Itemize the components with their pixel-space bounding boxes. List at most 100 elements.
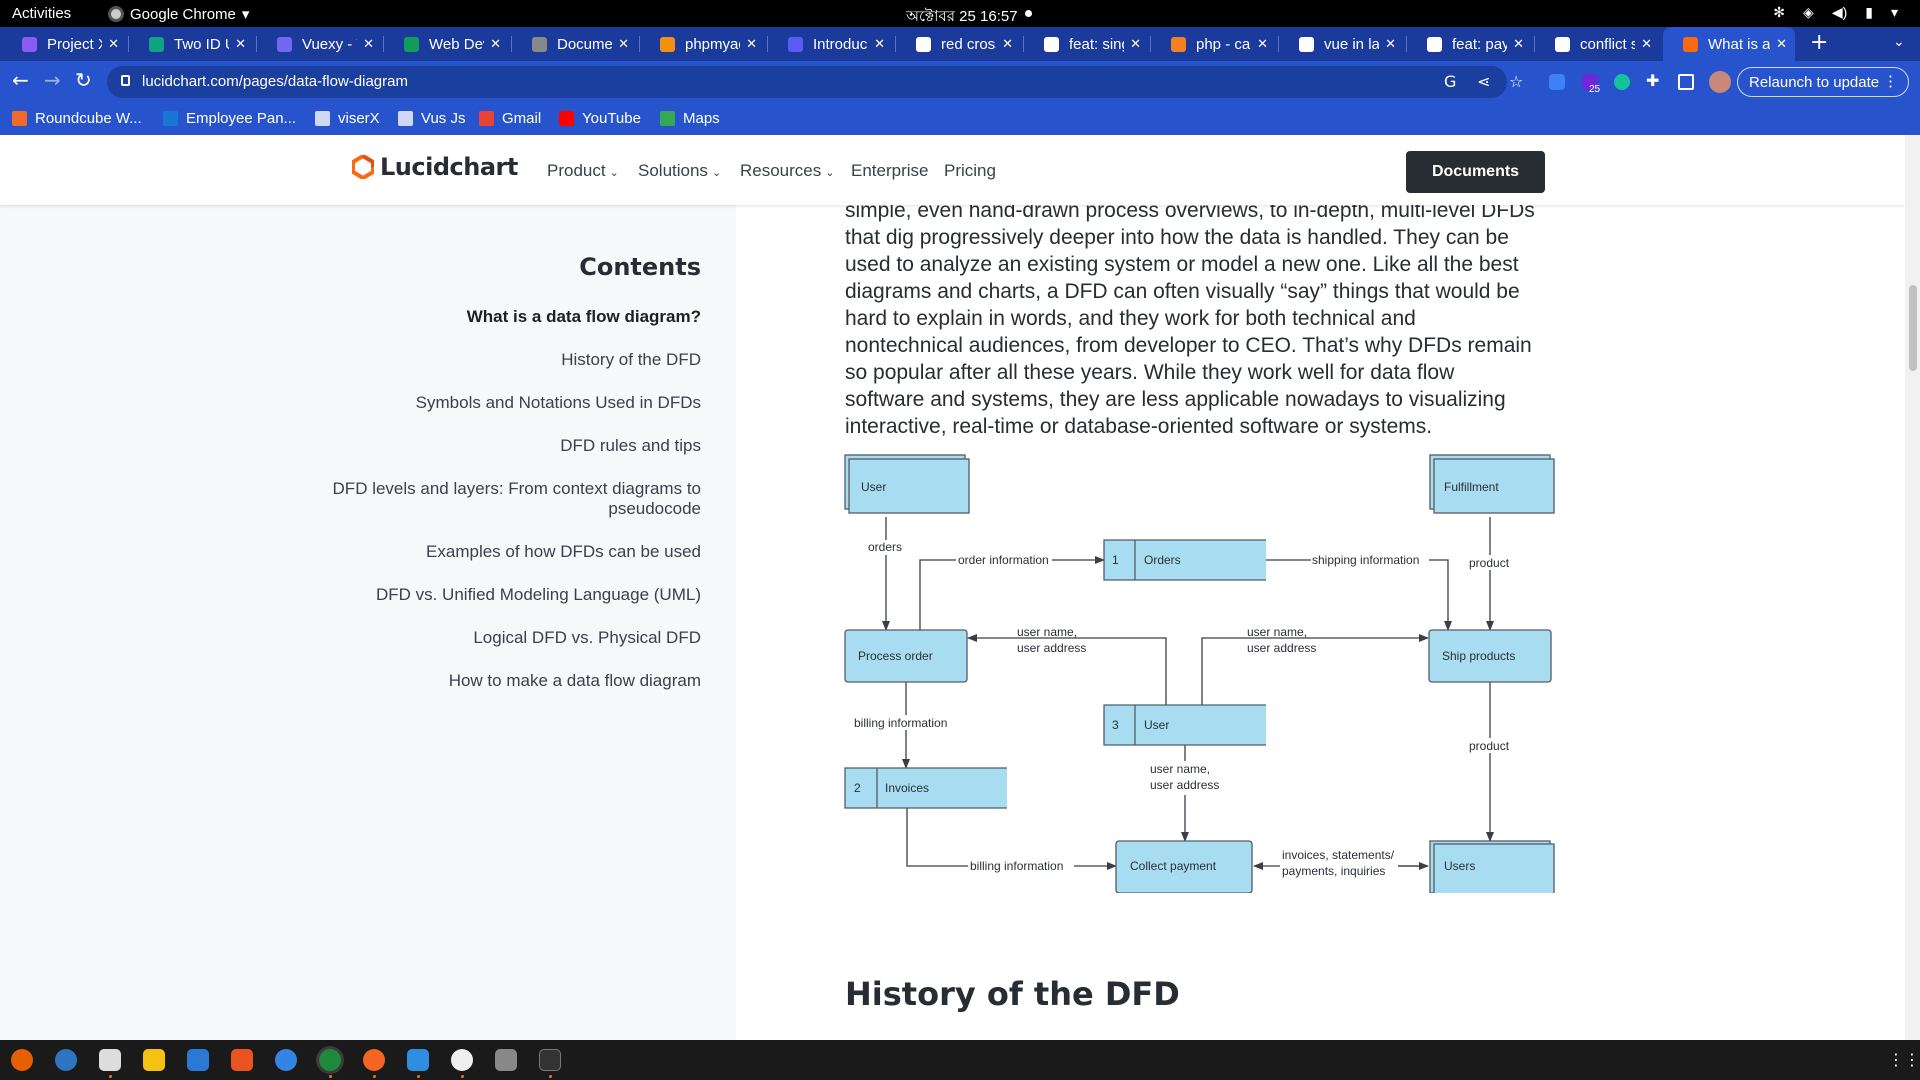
show-apps-icon[interactable]: ⋮⋮⋮ — [1888, 1050, 1920, 1069]
grammarly-icon[interactable] — [1614, 74, 1630, 90]
process-ship-products[interactable]: Ship products — [1428, 629, 1552, 683]
tab-search-icon[interactable]: ⌄ — [1893, 34, 1905, 50]
slack-tray-icon[interactable]: ✻ — [1773, 4, 1786, 20]
tab-close-icon[interactable]: ✕ — [1385, 36, 1396, 51]
system-tray[interactable]: ✻ ◈ ◀) ▮ ▾ — [1773, 4, 1898, 21]
back-icon[interactable]: ← — [12, 68, 29, 92]
tab[interactable]: conflict s✕ — [1535, 27, 1660, 61]
tab[interactable]: php - call✕ — [1151, 27, 1276, 61]
toc-item[interactable]: How to make a data flow diagram — [448, 671, 701, 690]
tab[interactable]: red cross✕ — [896, 27, 1021, 61]
tab[interactable]: Project X✕ — [2, 27, 127, 61]
terminal-icon[interactable] — [539, 1049, 561, 1071]
slack-icon[interactable] — [451, 1049, 473, 1071]
toc-item[interactable]: History of the DFD — [561, 350, 701, 369]
tab-close-icon[interactable]: ✕ — [874, 36, 885, 51]
writer-icon[interactable] — [187, 1049, 209, 1071]
tab-close-icon[interactable]: ✕ — [108, 36, 119, 51]
kebab-menu-icon[interactable]: ⋮ — [1883, 73, 1898, 90]
nav-pricing[interactable]: Pricing — [944, 161, 996, 180]
tab[interactable]: phpmyad✕ — [640, 27, 765, 61]
app-menu[interactable]: Google Chrome ▾ — [108, 5, 249, 23]
nav-resources[interactable]: Resources⌄ — [740, 161, 834, 181]
bookmark-item[interactable]: Vus Js — [398, 110, 465, 127]
address-bar[interactable]: lucidchart.com/pages/data-flow-diagram G… — [107, 66, 1523, 98]
tab-close-icon[interactable]: ✕ — [235, 36, 246, 51]
toc-item[interactable]: DFD vs. Unified Modeling Language (UML) — [375, 585, 701, 604]
activities-button[interactable]: Activities — [12, 5, 72, 22]
toc-item[interactable]: DFD rules and tips — [560, 436, 701, 455]
extension-icon[interactable] — [1549, 74, 1565, 90]
lucidchart-logo[interactable]: Lucidchart — [352, 153, 518, 181]
tab[interactable]: Two ID UI✕ — [129, 27, 254, 61]
tab-close-icon[interactable]: ✕ — [1513, 36, 1524, 51]
files-icon[interactable] — [99, 1049, 121, 1071]
tab[interactable]: vue in lar✕ — [1279, 27, 1404, 61]
tab-close-icon[interactable]: ✕ — [1002, 36, 1013, 51]
google-lens-icon[interactable]: G — [1444, 72, 1457, 91]
tab[interactable]: Introduc✕ — [768, 27, 893, 61]
store-invoices[interactable]: 2 Invoices — [844, 767, 1007, 809]
nav-solutions[interactable]: Solutions⌄ — [638, 161, 721, 181]
tab[interactable]: Vuexy - V✕ — [257, 27, 382, 61]
lock-icon[interactable] — [121, 75, 130, 86]
rhythmbox-icon[interactable] — [143, 1049, 165, 1071]
process-process-order[interactable]: Process order — [844, 629, 968, 683]
bookmark-item[interactable]: Employee Pan... — [163, 110, 296, 127]
toc-item[interactable]: Logical DFD vs. Physical DFD — [473, 628, 701, 647]
puzzle-extensions-icon[interactable]: ✚ — [1646, 71, 1660, 90]
share-icon[interactable]: ⋖ — [1477, 72, 1491, 91]
new-tab-button[interactable]: + — [1810, 30, 1829, 55]
tab-close-icon[interactable]: ✕ — [363, 36, 374, 51]
toc-item[interactable]: What is a data flow diagram? — [466, 307, 701, 326]
scrollbar-thumb[interactable] — [1909, 285, 1917, 371]
tab-close-icon[interactable]: ✕ — [1776, 36, 1787, 51]
tab[interactable]: Documen✕ — [512, 27, 637, 61]
tab-close-icon[interactable]: ✕ — [618, 36, 629, 51]
toc-item[interactable]: Symbols and Notations Used in DFDs — [415, 393, 701, 412]
vscode-icon[interactable] — [407, 1049, 429, 1071]
bookmark-item[interactable]: Gmail — [479, 110, 541, 127]
tab[interactable]: What is a✕ — [1663, 27, 1795, 61]
process-collect-payment[interactable]: Collect payment — [1115, 840, 1253, 893]
tab-close-icon[interactable]: ✕ — [1641, 36, 1652, 51]
tab-close-icon[interactable]: ✕ — [1257, 36, 1268, 51]
page-scrollbar[interactable] — [1905, 135, 1920, 1040]
entity-fulfillment[interactable]: Fulfillment — [1429, 454, 1555, 514]
tab-close-icon[interactable]: ✕ — [746, 36, 757, 51]
toc-item[interactable]: DFD levels and layers: From context diag… — [332, 479, 701, 518]
documents-button[interactable]: Documents — [1406, 151, 1545, 193]
postman-icon[interactable] — [363, 1049, 385, 1071]
bookmark-item[interactable]: viserX — [315, 110, 380, 127]
bookmark-star-icon[interactable]: ☆ — [1509, 72, 1524, 91]
entity-user[interactable]: User — [844, 454, 970, 514]
bookmark-item[interactable]: YouTube — [559, 110, 641, 127]
extension-badge-icon[interactable] — [1582, 74, 1598, 90]
url-text[interactable]: lucidchart.com/pages/data-flow-diagram — [142, 73, 408, 90]
screenshot-icon[interactable] — [495, 1049, 517, 1071]
thunderbird-icon[interactable] — [55, 1049, 77, 1071]
chrome-icon[interactable] — [319, 1049, 341, 1071]
reload-icon[interactable]: ↻ — [75, 68, 92, 92]
side-panel-icon[interactable] — [1678, 74, 1694, 90]
relaunch-to-update-button[interactable]: Relaunch to update ⋮ — [1737, 67, 1909, 97]
avatar[interactable] — [1709, 71, 1731, 93]
tab[interactable]: feat: sing✕ — [1024, 27, 1149, 61]
help-icon[interactable] — [275, 1049, 297, 1071]
store-orders[interactable]: 1 Orders — [1103, 539, 1266, 581]
nav-product[interactable]: Product⌄ — [547, 161, 619, 181]
entity-users[interactable]: Users — [1429, 840, 1555, 893]
bookmark-item[interactable]: Maps — [660, 110, 720, 127]
tab[interactable]: Web Dev✕ — [384, 27, 509, 61]
power-menu-icon[interactable]: ▾ — [1890, 4, 1898, 20]
tab-close-icon[interactable]: ✕ — [490, 36, 501, 51]
bookmark-item[interactable]: Roundcube W... — [12, 110, 142, 127]
software-center-icon[interactable] — [231, 1049, 253, 1071]
nav-enterprise[interactable]: Enterprise — [851, 161, 929, 180]
tab[interactable]: feat: pay✕ — [1407, 27, 1532, 61]
forward-icon[interactable]: → — [44, 68, 61, 92]
toc-item[interactable]: Examples of how DFDs can be used — [426, 542, 701, 561]
clock[interactable]: অক্টোবর 25 16:57 — [906, 8, 1018, 25]
firefox-icon[interactable] — [11, 1049, 33, 1071]
store-user[interactable]: 3 User — [1103, 704, 1266, 746]
